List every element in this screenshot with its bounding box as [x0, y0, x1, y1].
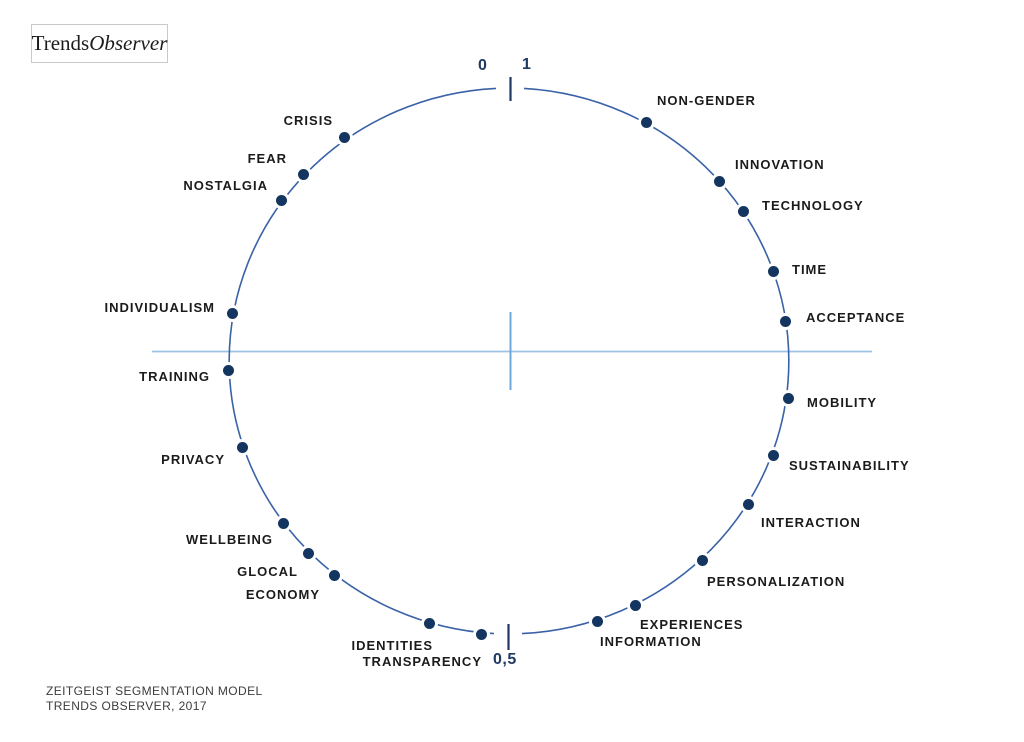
trend-dot-training	[222, 364, 234, 376]
trend-dot-economy	[328, 569, 340, 581]
trend-label-interaction: INTERACTION	[761, 515, 861, 530]
trend-label-crisis: CRISIS	[283, 113, 333, 128]
trend-dot-personalization	[696, 554, 708, 566]
scale-label-half: 0,5	[493, 651, 517, 668]
trend-label-identities: IDENTITIES	[351, 638, 433, 653]
trend-label-sustainability: SUSTAINABILITY	[789, 458, 910, 473]
scale-label-zero: 0	[478, 57, 488, 74]
trend-label-individualism: INDIVIDUALISM	[104, 300, 215, 315]
trend-label-personalization: PERSONALIZATION	[707, 574, 846, 589]
trend-dot-time	[767, 265, 779, 277]
logo-text-observer: Observer	[89, 31, 168, 55]
trend-label-information: INFORMATION	[600, 634, 702, 649]
scale-label-one: 1	[522, 56, 532, 73]
trend-label-nostalgia: NOSTALGIA	[183, 178, 268, 193]
trend-dot-mobility	[782, 392, 794, 404]
trend-label-technology: TECHNOLOGY	[762, 198, 864, 213]
trend-label-transparency: TRANSPARENCY	[362, 654, 482, 669]
trend-label-fear: FEAR	[247, 151, 287, 166]
trend-dot-technology	[737, 205, 749, 217]
trend-label-privacy: PRIVACY	[161, 452, 225, 467]
trend-label-glocal: GLOCAL	[237, 564, 298, 579]
trend-dot-individualism	[226, 307, 238, 319]
caption-line1: ZEITGEIST SEGMENTATION MODEL	[46, 684, 263, 698]
trend-label-time: TIME	[792, 262, 828, 277]
trend-dot-privacy	[236, 441, 248, 453]
trend-dot-nostalgia	[275, 194, 287, 206]
trend-dot-sustainability	[767, 449, 779, 461]
trend-label-economy: ECONOMY	[245, 587, 320, 602]
logo-text-trends: Trends	[31, 31, 90, 55]
trend-label-mobility: MOBILITY	[807, 395, 878, 410]
trend-dot-information	[591, 615, 603, 627]
trend-dot-non-gender	[640, 116, 652, 128]
trend-label-wellbeing: WELLBEING	[186, 532, 273, 547]
circle-arc-left	[228, 87, 497, 635]
trend-dot-acceptance	[779, 315, 791, 327]
trend-dot-glocal	[302, 547, 314, 559]
trend-dot-experiences	[629, 599, 641, 611]
trend-label-training: TRAINING	[139, 369, 210, 384]
caption-line2: TRENDS OBSERVER, 2017	[46, 699, 207, 713]
trend-label-innovation: INNOVATION	[735, 157, 825, 172]
trend-dot-identities	[423, 617, 435, 629]
trend-dot-wellbeing	[277, 517, 289, 529]
footer-caption: ZEITGEIST SEGMENTATION MODEL TRENDS OBSE…	[46, 684, 263, 714]
trend-label-experiences: EXPERIENCES	[640, 617, 744, 632]
trend-dot-innovation	[713, 175, 725, 187]
trend-dot-fear	[297, 168, 309, 180]
trend-dot-transparency	[475, 628, 487, 640]
trend-label-acceptance: ACCEPTANCE	[806, 310, 906, 325]
trend-dot-interaction	[742, 498, 754, 510]
trend-label-non-gender: NON-GENDER	[657, 93, 756, 108]
trend-dot-crisis	[338, 131, 350, 143]
